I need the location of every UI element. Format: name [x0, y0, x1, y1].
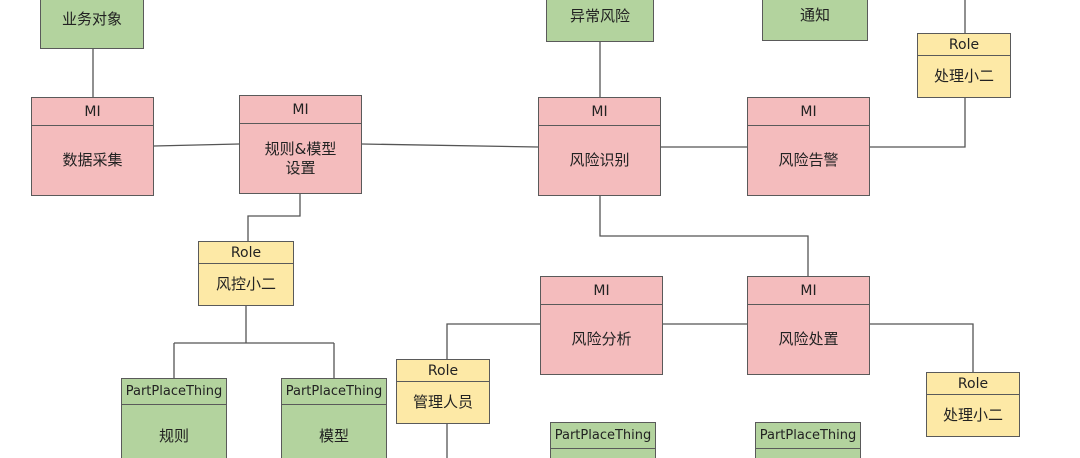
node-business-object[interactable]: 业务对象: [40, 0, 144, 49]
node-handler-top-label: 处理小二: [933, 67, 994, 85]
node-risk-analysis[interactable]: MI 风险分析: [540, 276, 663, 375]
node-rule-stereotype: PartPlaceThing: [122, 379, 226, 405]
node-manager-stereotype: Role: [397, 360, 489, 382]
node-handler-bottom-label: 处理小二: [942, 406, 1003, 424]
node-ppt-partial-1-stereotype: PartPlaceThing: [551, 423, 655, 449]
connector-risk-identify-to-risk-disposal: [599, 196, 809, 276]
node-notice[interactable]: 通知: [762, 0, 868, 41]
connector-rule-model-to-risk-identify: [361, 143, 539, 148]
node-data-collection-label: 数据采集: [62, 151, 123, 169]
connector-data-collection-to-rule-model: [153, 143, 240, 147]
node-ppt-partial-2[interactable]: PartPlaceThing: [755, 422, 861, 458]
node-handler-bottom-stereotype: Role: [927, 373, 1019, 395]
node-risk-alert[interactable]: MI 风险告警: [747, 97, 870, 196]
node-rule-model-setup-label: 规则&模型设置: [264, 139, 337, 177]
node-risk-identify-label: 风险识别: [569, 151, 630, 169]
node-risk-control-stereotype: Role: [199, 242, 293, 264]
node-handler-bottom[interactable]: Role 处理小二: [926, 372, 1020, 437]
node-risk-control-label: 风控小二: [215, 275, 276, 293]
connector-risk-analysis-to-manager: [446, 323, 540, 359]
node-manager[interactable]: Role 管理人员: [396, 359, 490, 424]
node-data-collection[interactable]: MI 数据采集: [31, 97, 154, 196]
node-abnormal-risk-label: 异常风险: [569, 6, 630, 25]
node-notice-label: 通知: [799, 6, 830, 24]
connector-risk-disposal-to-handler-bottom: [870, 323, 974, 372]
node-risk-control[interactable]: Role 风控小二: [198, 241, 294, 306]
node-data-collection-stereotype: MI: [32, 98, 153, 126]
node-risk-disposal-label: 风险处置: [778, 330, 839, 348]
node-rule-model-setup-stereotype: MI: [240, 96, 361, 124]
node-manager-label: 管理人员: [412, 393, 473, 411]
node-handler-top-stereotype: Role: [918, 34, 1010, 56]
node-rule-label: 规则: [158, 426, 189, 445]
node-rule[interactable]: PartPlaceThing 规则: [121, 378, 227, 458]
node-business-object-label: 业务对象: [61, 10, 122, 28]
node-model[interactable]: PartPlaceThing 模型: [281, 378, 387, 458]
node-risk-alert-stereotype: MI: [748, 98, 869, 126]
node-risk-identify-stereotype: MI: [539, 98, 660, 126]
node-model-stereotype: PartPlaceThing: [282, 379, 386, 405]
node-risk-disposal-stereotype: MI: [748, 277, 869, 305]
node-risk-alert-label: 风险告警: [778, 151, 839, 169]
connector-rule-model-to-risk-control: [247, 194, 301, 241]
node-rule-model-setup[interactable]: MI 规则&模型设置: [239, 95, 362, 194]
node-ppt-partial-2-stereotype: PartPlaceThing: [756, 423, 860, 449]
node-abnormal-risk[interactable]: 异常风险: [546, 0, 654, 42]
node-risk-analysis-label: 风险分析: [571, 330, 632, 348]
node-model-label: 模型: [318, 426, 349, 445]
node-risk-analysis-stereotype: MI: [541, 277, 662, 305]
connector-risk-alert-to-handler-top: [870, 98, 966, 148]
node-handler-top[interactable]: Role 处理小二: [917, 33, 1011, 98]
node-risk-disposal[interactable]: MI 风险处置: [747, 276, 870, 375]
node-ppt-partial-1[interactable]: PartPlaceThing: [550, 422, 656, 458]
node-risk-identify[interactable]: MI 风险识别: [538, 97, 661, 196]
